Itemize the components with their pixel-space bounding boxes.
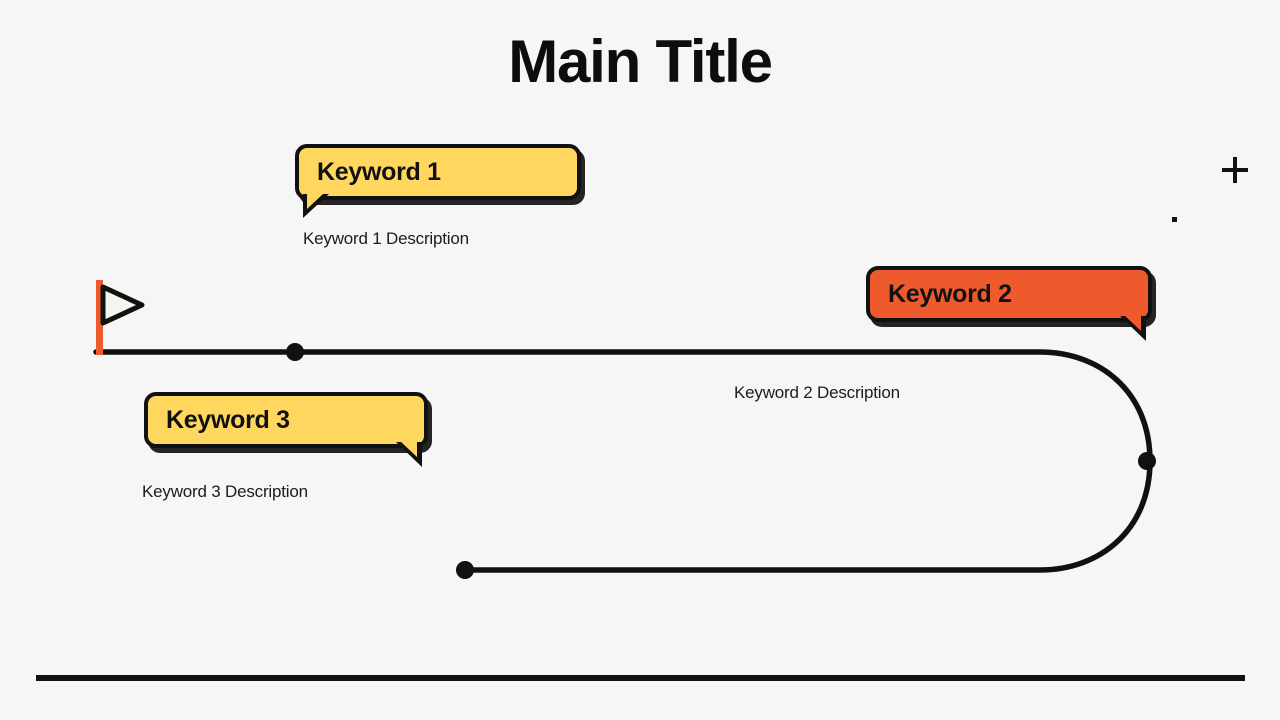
keyword-bubble-2-label: Keyword 2: [888, 279, 1012, 308]
keyword-description-1: Keyword 1 Description: [303, 229, 469, 248]
keyword-description-3: Keyword 3 Description: [142, 482, 308, 501]
node-marker-3[interactable]: [456, 561, 474, 579]
keyword-bubble-3[interactable]: Keyword 3: [144, 392, 428, 467]
keyword-bubble-1[interactable]: Keyword 1: [295, 144, 581, 218]
page-title: Main Title: [508, 28, 773, 95]
flow-path: [93, 349, 1153, 573]
bubble-tail-3-fill: [400, 441, 417, 457]
flag-icon: [100, 284, 145, 326]
flag-pole: [96, 280, 103, 355]
keyword-description-2: Keyword 2 Description: [734, 383, 900, 402]
dot-marker-icon: [1172, 217, 1177, 222]
bubble-tail-1-fill: [307, 193, 324, 209]
bottom-divider: [36, 675, 1245, 681]
keyword-bubble-2[interactable]: Keyword 2: [866, 266, 1152, 341]
keyword-bubble-1-label: Keyword 1: [317, 157, 441, 186]
node-marker-2[interactable]: [1138, 452, 1156, 470]
node-marker-1[interactable]: [286, 343, 304, 361]
plus-icon[interactable]: [1222, 157, 1248, 183]
keyword-bubble-3-label: Keyword 3: [166, 405, 290, 434]
bubble-tail-2-fill: [1124, 315, 1141, 331]
